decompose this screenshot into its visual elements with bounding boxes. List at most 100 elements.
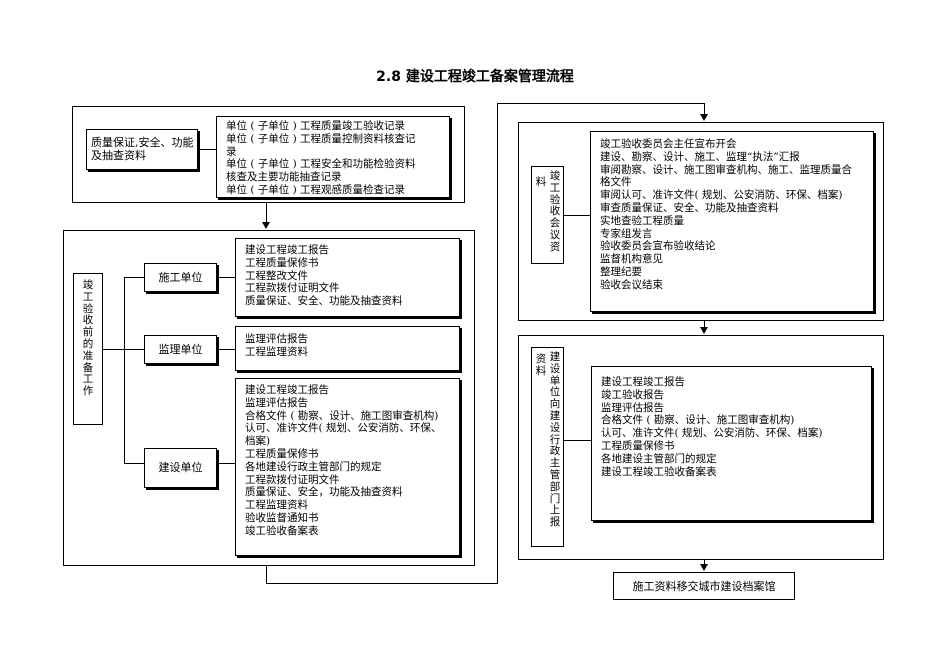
list-item: 验收监督通知书 <box>245 511 319 524</box>
list-item: 建设工程竣工报告 <box>245 244 329 256</box>
list-item: 整理纪要 <box>600 265 642 278</box>
tree-branch <box>124 463 144 464</box>
flow-line <box>704 321 705 328</box>
list-item: 验收委员会宣布验收结论 <box>600 240 716 253</box>
flow-arrow <box>262 222 270 229</box>
list-item: 专家组发言 <box>600 227 653 240</box>
list-item: 实地查验工程质量 <box>600 214 684 227</box>
list-item: 工程款拨付证明文件 <box>245 282 340 295</box>
prep-section-label: 竣工验收前的准备工作 <box>82 279 94 398</box>
list-item: 建设工程竣工报告 <box>601 376 685 388</box>
supervision-unit-box: 监理单位 <box>144 335 217 364</box>
list-item: 认可、准许文件( 规划、公安消防、环保、档案) <box>601 427 823 440</box>
flow-line <box>266 583 498 584</box>
list-item: 单位 ( 子单位 ) 工程安全和功能检验资料 <box>226 158 416 171</box>
supervision-unit-label: 监理单位 <box>158 343 203 356</box>
owner-unit-label: 建设单位 <box>158 461 203 474</box>
owner-unit-box: 建设单位 <box>144 448 217 488</box>
report-label-box: 资料 建设单位向建设行政主管部门上报 <box>531 347 564 547</box>
construction-unit-box: 施工单位 <box>144 263 217 292</box>
list-item: 验收会议结束 <box>600 278 663 291</box>
flow-line <box>497 103 498 584</box>
supervision-unit-docs: 监理评估报告 工程监理资料 <box>235 326 460 371</box>
flow-arrow <box>700 114 708 121</box>
list-item: 认可、准许文件( 规划、公安消防、环保、 <box>245 422 442 435</box>
list-item: 录 <box>226 145 237 158</box>
list-item: 竣工验收委员会主任宣布开会 <box>600 138 737 150</box>
list-item: 工程质量保修书 <box>245 256 319 269</box>
list-item: 单位 ( 子单位 ) 工程质量控制资料核查记 <box>226 132 416 145</box>
top-section-list: 单位 ( 子单位 ) 工程质量竣工验收记录 单位 ( 子单位 ) 工程质量控制资… <box>226 120 416 197</box>
report-section-frame <box>518 335 884 560</box>
meeting-label-right: 竣工验收会议资 <box>549 170 561 253</box>
list-item: 工程质量保修书 <box>601 439 675 452</box>
list-item: 监理评估报告 <box>245 396 308 409</box>
section-connector <box>564 215 590 216</box>
top-section-list-box: 单位 ( 子单位 ) 工程质量竣工验收记录 单位 ( 子单位 ) 工程质量控制资… <box>216 116 450 198</box>
top-section-frame <box>72 106 465 203</box>
report-list-box: 建设工程竣工报告 竣工验收报告 监理评估报告 合格文件 ( 勘察、设计、施工图审… <box>591 366 872 521</box>
meeting-label-left: 料 <box>535 176 547 188</box>
list-item: 审阅勘察、设计、施工图审查机构、施工、监理质量合 <box>600 163 852 176</box>
list-item: 格文件 <box>600 176 632 189</box>
list-item: 建设工程竣工报告 <box>245 384 329 396</box>
top-section-label-box: 质量保证,安全、功能及抽查资料 <box>86 129 198 170</box>
prep-section-frame <box>63 230 475 566</box>
list-item: 质量保证、安全，功能及抽查资料 <box>245 486 403 499</box>
list-item: 工程整改文件 <box>245 269 308 282</box>
list-item: 档案) <box>245 435 271 448</box>
list-item: 工程监理资料 <box>245 345 308 358</box>
list-item: 建设、勘察、设计、施工、监理“执法”汇报 <box>600 150 800 163</box>
list-item: 监督机构意见 <box>600 253 663 266</box>
tree-trunk <box>124 277 125 463</box>
tree-branch <box>124 277 144 278</box>
flow-line <box>704 560 705 565</box>
tree-branch <box>124 349 144 350</box>
list-item: 监理评估报告 <box>601 401 664 414</box>
top-connector <box>198 149 216 150</box>
list-item: 工程监理资料 <box>245 499 308 512</box>
list-item: 工程款拨付证明文件 <box>245 473 340 486</box>
flow-line <box>704 103 705 115</box>
unit-connector <box>217 349 235 350</box>
report-label-left: 资料 <box>535 353 547 377</box>
list-item: 监理评估报告 <box>245 333 308 345</box>
unit-connector <box>217 463 235 464</box>
meeting-list: 竣工验收委员会主任宣布开会 建设、勘察、设计、施工、监理“执法”汇报 审阅勘察、… <box>600 138 852 292</box>
report-list: 建设工程竣工报告 竣工验收报告 监理评估报告 合格文件 ( 勘察、设计、施工图审… <box>601 376 823 478</box>
list-item: 审查质量保证、安全、功能及抽查资料 <box>600 201 779 214</box>
list-item: 竣工验收备案表 <box>245 524 319 537</box>
list-item: 各地建设行政主管部门的规定 <box>245 460 382 473</box>
list-item: 工程质量保修书 <box>245 447 319 460</box>
list-item: 建设工程竣工验收备案表 <box>601 465 717 478</box>
meeting-list-box: 竣工验收委员会主任宣布开会 建设、勘察、设计、施工、监理“执法”汇报 审阅勘察、… <box>590 131 874 312</box>
meeting-label-box: 料 竣工验收会议资 <box>531 166 564 264</box>
list-item: 竣工验收报告 <box>601 388 664 401</box>
supervision-unit-list: 监理评估报告 工程监理资料 <box>245 333 308 359</box>
flow-line <box>266 203 267 223</box>
tree-connector <box>103 349 124 350</box>
top-section-label: 质量保证,安全、功能及抽查资料 <box>91 136 194 162</box>
prep-section-label-box: 竣工验收前的准备工作 <box>73 273 103 425</box>
construction-unit-docs: 建设工程竣工报告 工程质量保修书 工程整改文件 工程款拨付证明文件 质量保证、安… <box>235 238 460 317</box>
flow-line <box>266 566 267 584</box>
list-item: 单位 ( 子单位 ) 工程质量竣工验收记录 <box>226 120 406 132</box>
report-label-right: 建设单位向建设行政主管部门上报 <box>549 351 561 529</box>
owner-unit-list: 建设工程竣工报告 监理评估报告 合格文件 ( 勘察、设计、施工图审查机构) 认可… <box>245 384 441 538</box>
list-item: 合格文件 ( 勘察、设计、施工图审查机构) <box>601 414 795 427</box>
flow-arrow <box>700 564 708 571</box>
list-item: 单位 ( 子单位 ) 工程观感质量检查记录 <box>226 183 406 196</box>
meeting-section-frame <box>518 122 884 321</box>
list-item: 合格文件 ( 勘察、设计、施工图审查机构) <box>245 409 439 422</box>
unit-connector <box>217 277 235 278</box>
list-item: 核查及主要功能抽查记录 <box>226 171 342 184</box>
owner-unit-docs: 建设工程竣工报告 监理评估报告 合格文件 ( 勘察、设计、施工图审查机构) 认可… <box>235 378 460 556</box>
archive-box: 施工资料移交城市建设档案馆 <box>613 572 795 600</box>
construction-unit-list: 建设工程竣工报告 工程质量保修书 工程整改文件 工程款拨付证明文件 质量保证、安… <box>245 244 403 308</box>
flow-arrow <box>700 327 708 334</box>
list-item: 审阅认可、准许文件( 规划、公安消防、环保、档案) <box>600 189 843 202</box>
archive-label: 施工资料移交城市建设档案馆 <box>632 580 776 593</box>
page-title: 2.8 建设工程竣工备案管理流程 <box>376 69 574 85</box>
construction-unit-label: 施工单位 <box>158 271 203 284</box>
section-connector <box>564 440 591 441</box>
